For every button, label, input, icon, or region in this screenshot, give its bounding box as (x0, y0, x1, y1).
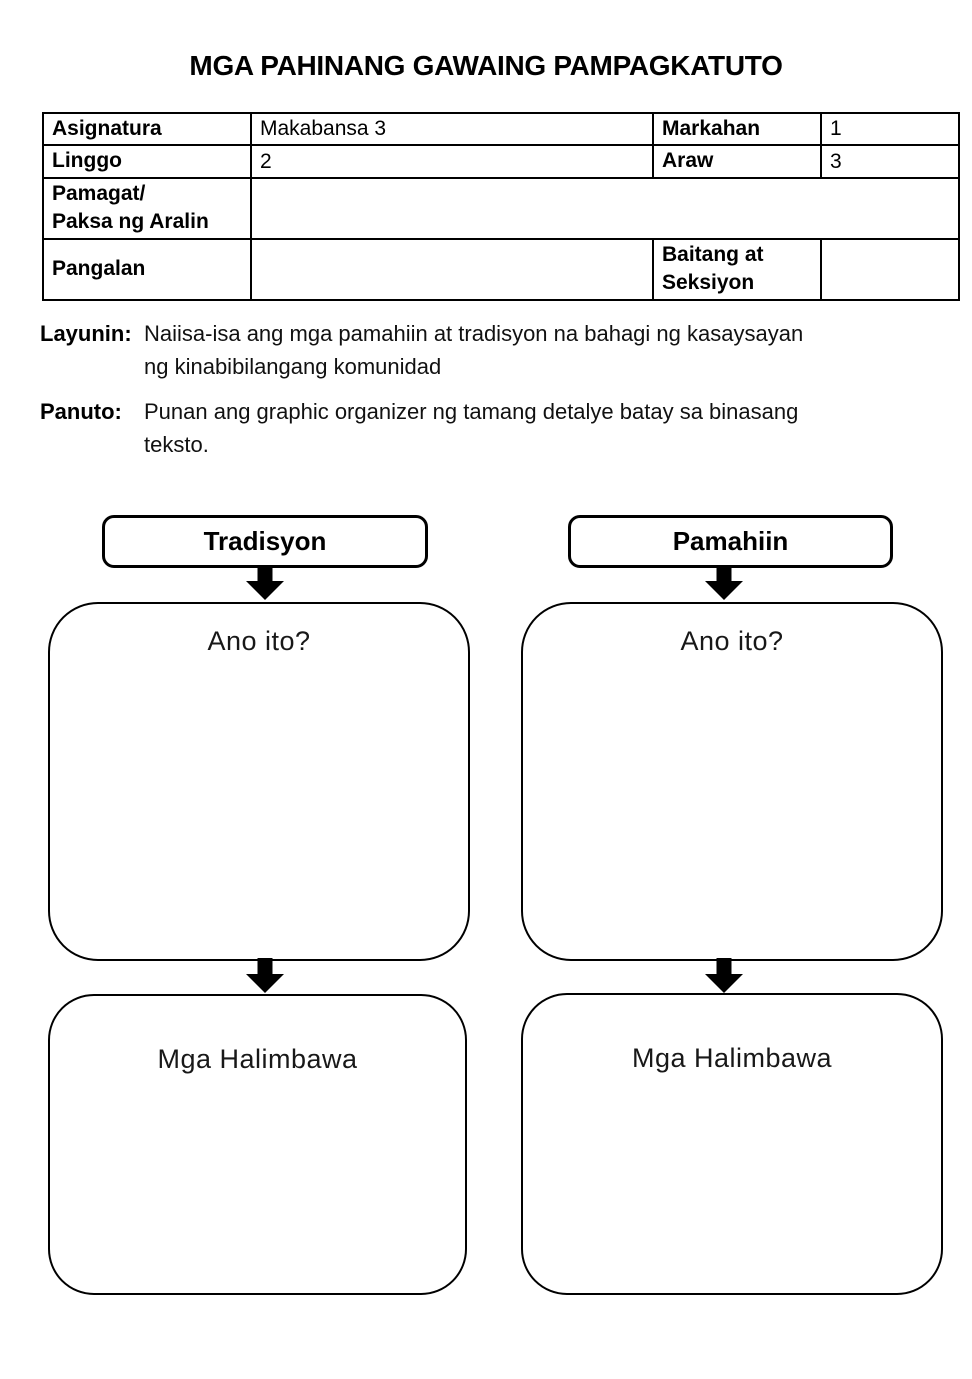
tradisyon-question-box: Ano ito? (48, 602, 470, 961)
down-arrow-icon (246, 565, 284, 600)
markahan-label: Markahan (652, 111, 822, 147)
info-table: Asignatura Makabansa 3 Markahan 1 Linggo… (42, 111, 960, 301)
baitang-seksiyon-value-cell (820, 237, 960, 301)
down-arrow-icon (705, 958, 743, 993)
tradisyon-examples-label: Mga Halimbawa (157, 1044, 358, 1074)
down-arrow-icon (246, 958, 284, 993)
panuto-section: Panuto: Punan ang graphic organizer ng t… (40, 396, 955, 461)
table-row-asignatura: Asignatura Makabansa 3 Markahan 1 (42, 111, 960, 147)
layunin-label: Layunin: (40, 321, 132, 346)
araw-value: 3 (820, 144, 960, 179)
araw-label: Araw (652, 144, 822, 179)
asignatura-label: Asignatura (42, 111, 252, 147)
tradisyon-question-label: Ano ito? (207, 626, 311, 656)
table-row-linggo: Linggo 2 Araw 3 (42, 144, 960, 179)
layunin-text: Naiisa-isa ang mga pamahiin at tradisyon… (144, 321, 804, 379)
panuto-text: Punan ang graphic organizer ng tamang de… (144, 399, 799, 457)
pangalan-value-cell (250, 237, 654, 301)
pamahiin-question-box: Ano ito? (521, 602, 943, 961)
tradisyon-title: Tradisyon (203, 526, 327, 556)
pamagat-label: Pamagat/ Paksa ng Aralin (42, 176, 252, 240)
pamahiin-title: Pamahiin (672, 526, 789, 556)
tradisyon-title-box: Tradisyon (102, 515, 428, 568)
pamahiin-question-label: Ano ito? (680, 626, 784, 656)
linggo-label: Linggo (42, 144, 252, 179)
pamahiin-title-box: Pamahiin (568, 515, 893, 568)
pamahiin-examples-box: Mga Halimbawa (521, 993, 943, 1295)
worksheet-title: MGA PAHINANG GAWAING PAMPAGKATUTO (189, 50, 783, 81)
layunin-section: Layunin: Naiisa-isa ang mga pamahiin at … (40, 318, 955, 383)
linggo-value: 2 (250, 144, 654, 179)
asignatura-value: Makabansa 3 (250, 111, 654, 147)
pangalan-label: Pangalan (42, 237, 252, 301)
tradisyon-examples-box: Mga Halimbawa (48, 994, 467, 1295)
baitang-seksiyon-label: Baitang at Seksiyon (652, 237, 822, 301)
panuto-label: Panuto: (40, 399, 122, 424)
pamahiin-examples-label: Mga Halimbawa (631, 1043, 833, 1073)
pamagat-value-cell (250, 176, 960, 240)
down-arrow-icon (705, 565, 743, 600)
markahan-value: 1 (820, 111, 960, 147)
table-row-pamagat: Pamagat/ Paksa ng Aralin (42, 176, 960, 240)
table-row-pangalan: Pangalan Baitang at Seksiyon (42, 237, 960, 301)
